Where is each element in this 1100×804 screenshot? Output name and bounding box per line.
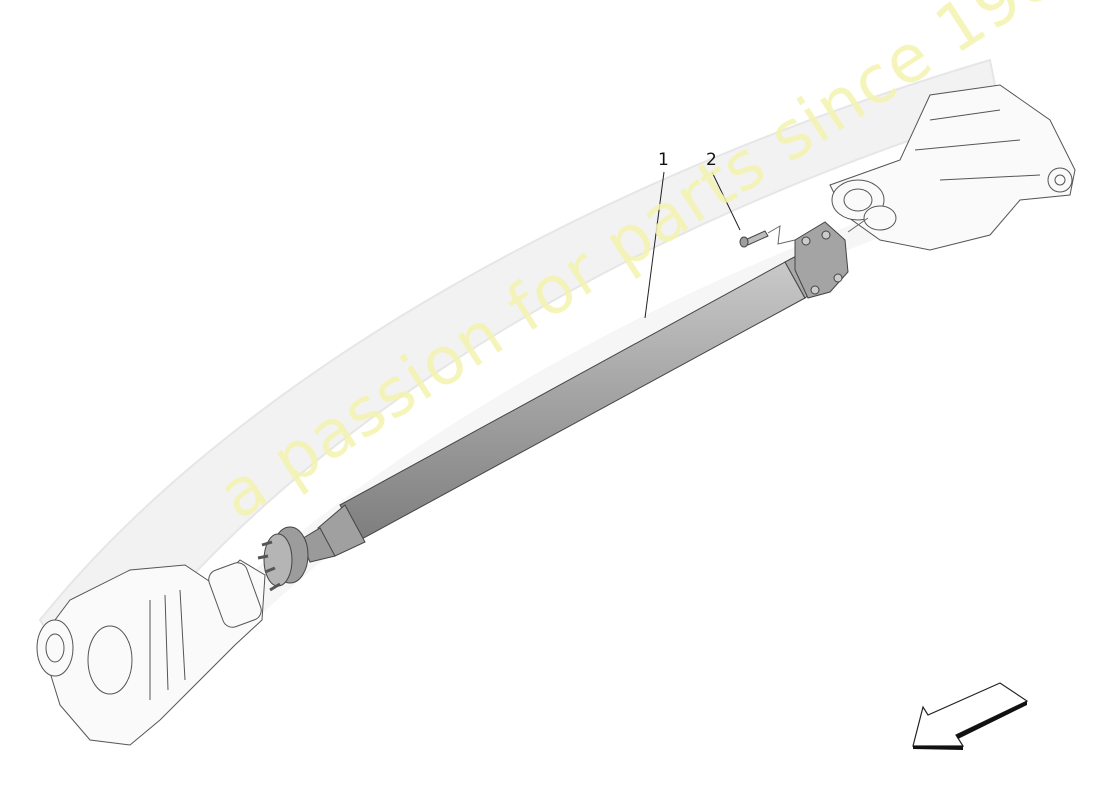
front-direction-arrow (912, 682, 1029, 750)
bolt (739, 225, 796, 248)
rear-flange (794, 221, 849, 299)
transfer-case (36, 559, 266, 746)
rear-differential (829, 84, 1076, 251)
leader-line-1 (644, 171, 665, 319)
bolt-axis-line (847, 217, 869, 233)
front-flange (257, 526, 309, 592)
propeller-shaft (257, 221, 849, 592)
leader-line-2 (711, 171, 741, 231)
callout-1[interactable]: 1 (658, 150, 669, 170)
callout-2[interactable]: 2 (706, 150, 717, 170)
